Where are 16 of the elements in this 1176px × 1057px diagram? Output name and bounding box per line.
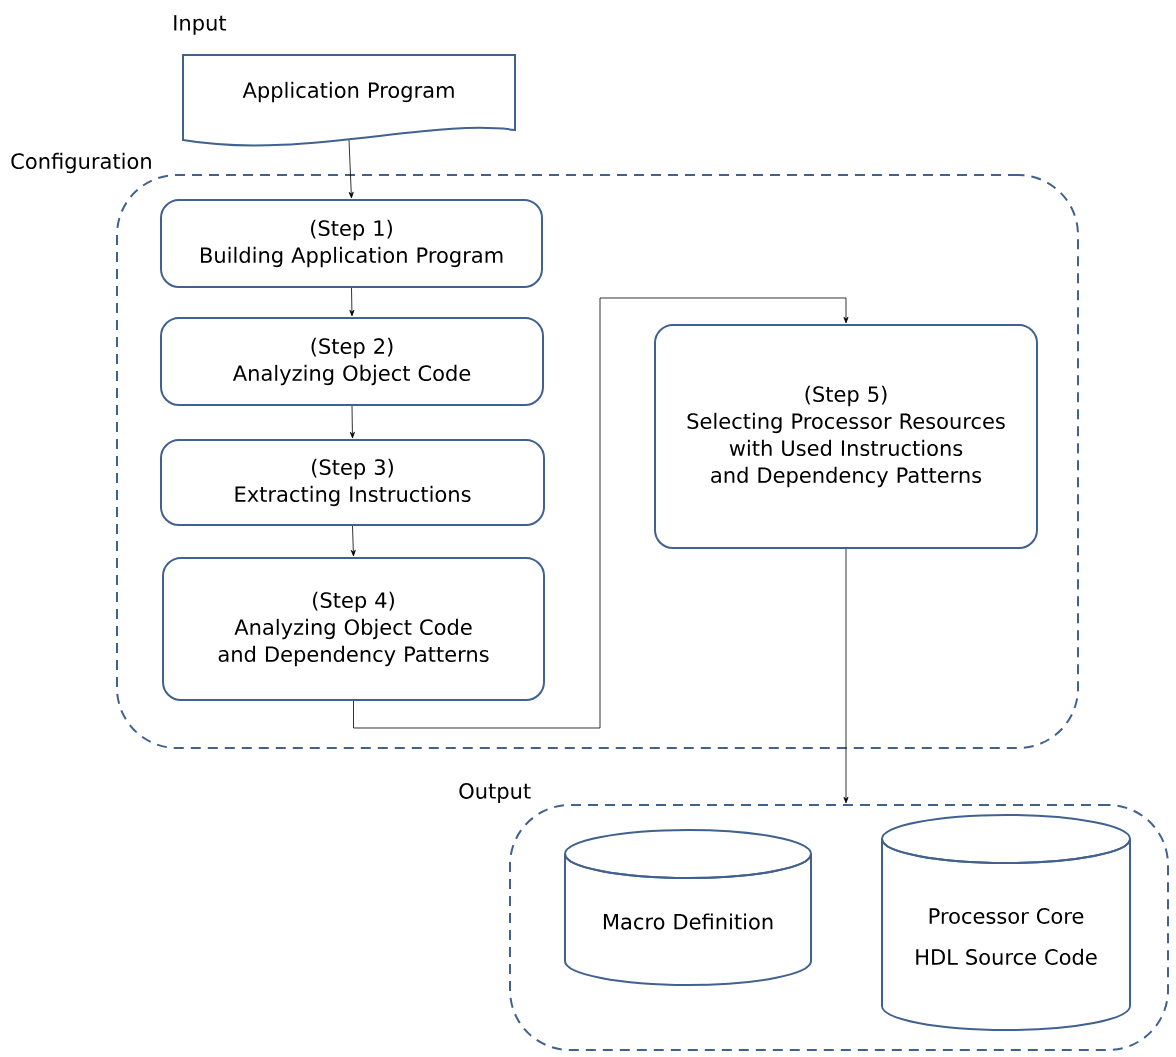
process-box: (Step 3) Extracting Instructions: [160, 439, 545, 526]
arrow: [348, 139, 354, 199]
database-cylinder: Processor Core HDL Source Code: [881, 814, 1131, 1031]
arrow: [349, 405, 355, 439]
process-box: (Step 1) Building Application Program: [160, 199, 543, 288]
arrow: [353, 297, 849, 729]
node-label: Configuration: [11, 152, 151, 174]
node-label: Output: [459, 783, 531, 803]
node-label: Input: [174, 15, 227, 35]
process-box: (Step 2) Analyzing Object Code: [160, 317, 544, 406]
database-cylinder: Macro Definition: [564, 829, 812, 986]
process-box: (Step 4) Analyzing Object Code and Dependency Patterns: [162, 557, 545, 701]
arrow: [350, 525, 356, 557]
process-box: (Step 5) Selecting Processor Resources with Used Instructions and Dependency Patterns: [654, 324, 1038, 549]
arrow: [843, 548, 849, 804]
arrow: [349, 287, 355, 317]
